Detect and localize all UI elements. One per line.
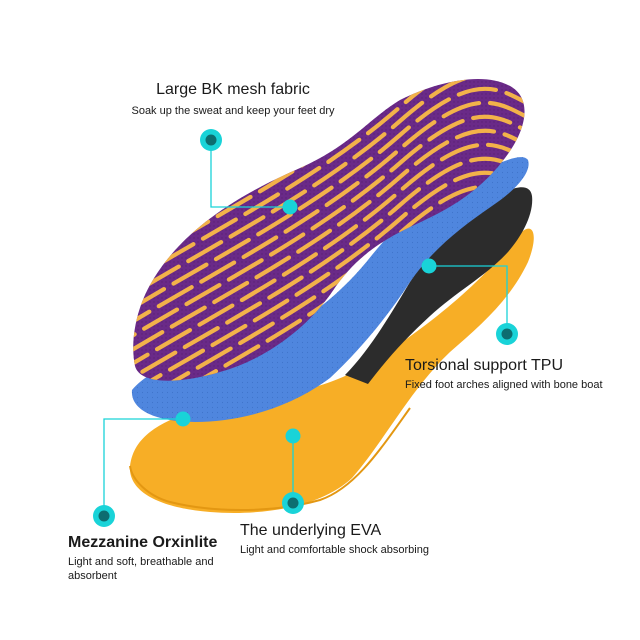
eva-dot-inner — [287, 497, 299, 509]
eva-callout: The underlying EVA Light and comfortable… — [240, 521, 430, 557]
mezzanine-connector-line — [103, 418, 183, 516]
tpu-connector-line — [429, 265, 508, 334]
mesh-stripe — [133, 156, 525, 381]
eva-layer — [129, 228, 534, 513]
mesh-stripe — [133, 170, 525, 381]
mesh-marker-dot — [282, 199, 298, 215]
tpu-marker-dot — [421, 258, 437, 274]
mesh-dot-inner — [205, 134, 217, 146]
tpu-desc: Fixed foot arches aligned with bone boat — [405, 379, 603, 391]
eva-desc: Light and comfortable shock absorbing — [240, 544, 429, 556]
mesh-stripe — [133, 142, 525, 374]
tpu-dot-inner — [501, 328, 513, 340]
mezzanine-dot-inner — [98, 510, 110, 522]
tpu-callout: Torsional support TPU Fixed foot arches … — [405, 356, 625, 392]
mezzanine-desc: Light and soft, breathable and absorbent — [68, 556, 214, 582]
eva-layer-edge — [129, 407, 411, 511]
mezzanine-marker-dot — [175, 411, 191, 427]
eva-marker-dot — [285, 428, 301, 444]
mesh-stripe — [133, 78, 525, 290]
mesh-connector-line — [210, 140, 290, 208]
mesh-stripe — [133, 128, 525, 360]
mesh-stripe — [133, 78, 525, 304]
tpu-title: Torsional support TPU — [405, 357, 563, 374]
eva-title: The underlying EVA — [240, 522, 382, 539]
mesh-fabric-desc: Soak up the sweat and keep your feet dry — [131, 105, 335, 117]
mesh-fabric-title: Large BK mesh fabric — [156, 81, 310, 98]
mesh-fabric-callout: Large BK mesh fabric Soak up the sweat a… — [118, 80, 348, 118]
mesh-stripe — [133, 86, 525, 318]
mesh-stripe — [133, 100, 525, 332]
mesh-stripe — [133, 114, 525, 346]
tpu-layer — [345, 187, 533, 384]
mezzanine-callout: Mezzanine Orxinlite Light and soft, brea… — [68, 533, 248, 583]
mezzanine-title: Mezzanine Orxinlite — [68, 534, 218, 551]
